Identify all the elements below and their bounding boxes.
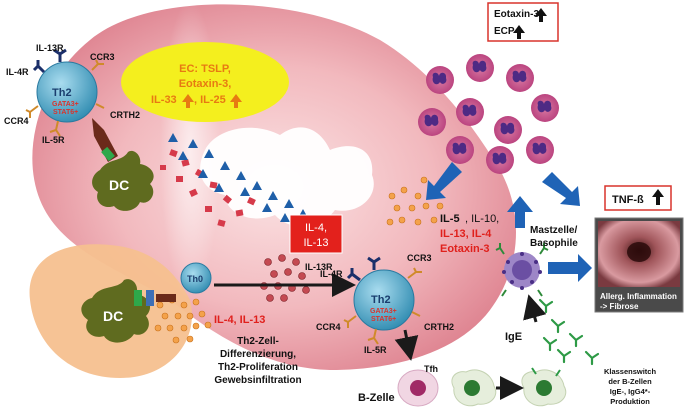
label-tfh: Tfh	[424, 364, 438, 374]
red-box-line1: IL-4,	[305, 222, 327, 234]
arrow-ige-to-mast	[523, 294, 547, 323]
klassen-line4: Produktion	[610, 397, 650, 406]
il4-il13-box	[289, 214, 343, 254]
tnf-label: TNF-ß	[612, 194, 644, 206]
klassen-line2: der B-Zellen	[608, 377, 652, 386]
lumen	[200, 127, 374, 227]
receptor-green-top	[101, 146, 115, 162]
ec-line1: EC: TSLP,	[179, 63, 231, 75]
label-bzelle: B-Zelle	[358, 392, 395, 404]
ec-line3b: , IL-25	[194, 94, 226, 106]
label-il4r-top: IL-4R	[6, 67, 29, 77]
blue-triangles	[168, 133, 308, 222]
ige-antibodies	[538, 298, 600, 366]
diff-line2: Differenzierung,	[220, 349, 296, 360]
label-crth2-mid: CRTH2	[424, 322, 454, 332]
arrow-up-icon	[652, 189, 664, 205]
allerg-line1: Allerg. Inflammation	[600, 292, 677, 301]
arrow-mast-up	[507, 196, 533, 228]
arrow-up-icons	[182, 8, 664, 205]
cytokine-il5: IL-5	[440, 213, 460, 225]
label-il13r-top: IL-13R	[36, 43, 64, 53]
label-ige: IgE	[505, 331, 522, 343]
allergen-particles	[160, 149, 256, 227]
b-cell-3	[521, 367, 567, 407]
allerg-line2: -> Fibrose	[600, 302, 639, 311]
cytokine-il13-il4: IL-13, IL-4	[440, 228, 492, 240]
link-bottom	[156, 294, 176, 302]
arrow-to-endoscopy	[548, 254, 592, 282]
crth2-connector-top	[92, 118, 118, 162]
label-crth2-top: CRTH2	[110, 110, 140, 120]
th2-cell-mid	[343, 256, 422, 345]
arrow-up-icon	[513, 25, 525, 39]
b-cell-2	[451, 369, 497, 407]
label-ccr4-top: CCR4	[4, 116, 29, 126]
receptor-green-bottom	[134, 290, 142, 306]
diff-line1: Th2-Zell-	[237, 336, 279, 347]
ec-line2: Eotaxin-3,	[179, 78, 232, 90]
label-gata3-top: GATA3+	[52, 101, 79, 108]
label-il5r-top: IL-5R	[42, 135, 65, 145]
dendritic-cell-top	[92, 150, 154, 211]
label-gata3-mid: GATA3+	[370, 308, 397, 315]
label-stat6-mid: STAT6+	[371, 316, 396, 323]
arrow-up-icon	[230, 94, 242, 108]
cytokine-il10: , IL-10,	[465, 213, 499, 225]
mastzelle-line2: Basophile	[530, 238, 578, 249]
cytokine-eotaxin3: Eotaxin-3	[440, 243, 490, 255]
blue-arrows	[426, 162, 592, 282]
eosinophils	[418, 54, 559, 174]
label-th2-mid: Th2	[371, 294, 391, 306]
arrow-to-tnf	[542, 172, 580, 206]
klassen-line3: IgE-, IgG4*-	[610, 387, 651, 396]
label-dc-bottom: DC	[103, 308, 123, 324]
th0-cell	[180, 262, 212, 294]
label-th2-top: Th2	[52, 87, 72, 99]
endoscopy-image	[594, 217, 684, 313]
label-dc-top: DC	[109, 177, 129, 193]
eotaxin-line1: Eotaxin-3	[494, 9, 539, 20]
mastzelle-line1: Mastzelle/	[530, 225, 577, 236]
b-cell-1	[397, 369, 439, 407]
ec-line3a: IL-33	[151, 94, 177, 106]
dendritic-cell-bottom	[81, 279, 151, 343]
arrow-th2-to-tfh	[394, 329, 419, 361]
label-il4-il13-bottom: IL-4, IL-13	[214, 314, 265, 326]
label-stat6-top: STAT6+	[53, 109, 78, 116]
receptor-blue-bottom	[146, 290, 154, 306]
arrow-up-icon	[182, 94, 194, 108]
mast-cell	[495, 243, 549, 297]
label-il5r-mid: IL-5R	[364, 345, 387, 355]
arrow-eos-to-cytokines	[426, 162, 462, 200]
ec-cytokine-ellipse	[121, 42, 289, 122]
klassen-line1: Klassenswitch	[604, 367, 657, 376]
red-box-line2: IL-13	[303, 237, 328, 249]
label-il13r-mid: IL-13R	[305, 262, 333, 272]
label-ccr3-mid: CCR3	[407, 253, 432, 263]
label-th0: Th0	[187, 274, 203, 284]
arrow-up-icon	[535, 8, 547, 22]
label-il4r-middle: IL-4R	[320, 269, 343, 279]
orange-dots-bottom	[154, 296, 212, 344]
diff-line3: Th2-Proliferation	[218, 362, 298, 373]
label-ccr4-mid: CCR4	[316, 322, 341, 332]
eotaxin-line2: ECP	[494, 26, 515, 37]
diff-line4: Gewebsinfiltration	[214, 375, 301, 386]
th2-cell-top	[25, 48, 105, 137]
eotaxin-ecp-box	[487, 2, 559, 42]
label-ccr3-top: CCR3	[90, 52, 115, 62]
